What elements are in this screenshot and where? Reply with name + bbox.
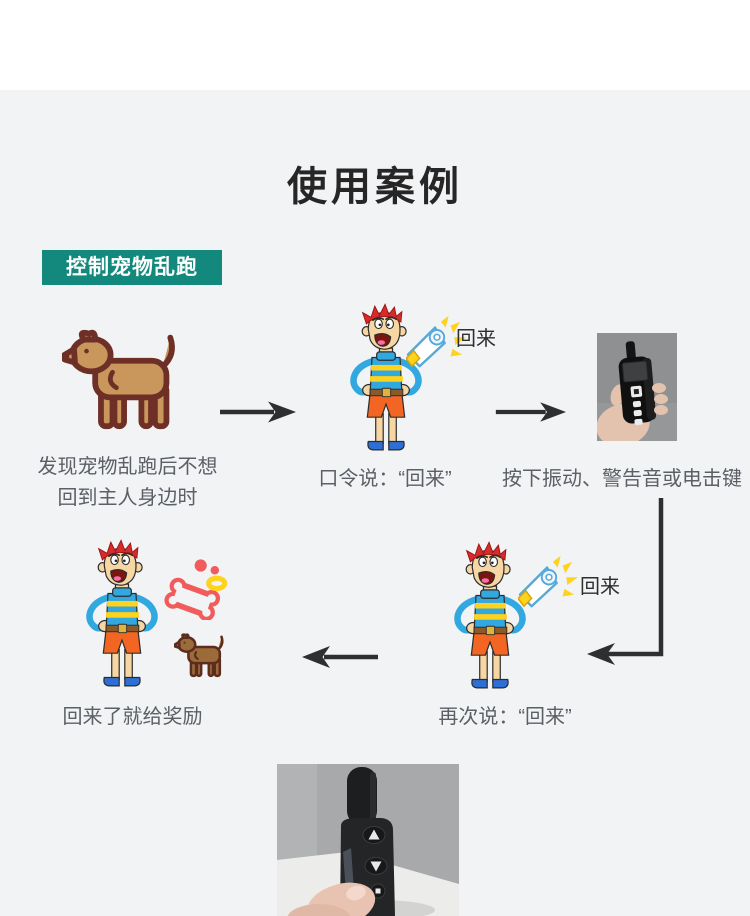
step1-caption: 发现宠物乱跑后不想 回到主人身边时 xyxy=(20,452,235,514)
section-tag: 控制宠物乱跑 xyxy=(42,250,222,285)
man-shouting-illustration xyxy=(454,541,526,689)
step1-caption-line2: 回到主人身边时 xyxy=(57,487,198,509)
shout-label: 回来 xyxy=(580,576,620,598)
step5-caption: 回来了就给奖励 xyxy=(62,706,203,728)
shout-label: 回来 xyxy=(456,328,496,350)
product-photo-bottom xyxy=(277,764,459,916)
arrow-left-icon xyxy=(302,646,378,668)
step2-caption: 口令说：“回来” xyxy=(318,468,452,490)
megaphone-icon xyxy=(406,316,466,368)
step1-caption-line1: 发现宠物乱跑后不想 xyxy=(37,456,218,478)
remote-control-photo xyxy=(597,333,677,441)
small-dog-illustration xyxy=(174,633,224,678)
step4-caption: 再次说：“回来” xyxy=(438,706,572,728)
man-rewarding-illustration xyxy=(86,539,158,687)
megaphone-icon xyxy=(518,556,578,608)
man-shouting-illustration xyxy=(350,303,422,451)
arrow-down-left-icon xyxy=(587,498,664,665)
bone-treat-icon xyxy=(164,559,228,620)
arrow-right-icon xyxy=(220,401,296,423)
page-title: 使用案例 xyxy=(287,165,463,209)
dog-illustration xyxy=(62,329,175,430)
arrow-right-icon xyxy=(495,402,566,422)
step3-caption: 按下振动、警告音或电击键 xyxy=(502,468,742,490)
